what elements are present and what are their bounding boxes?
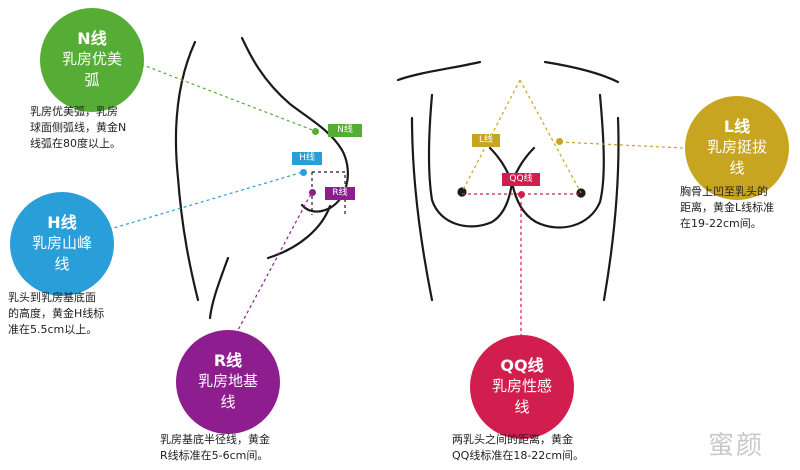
h-line-tag: H线 (292, 152, 322, 165)
h-desc-line-3: 准在5.5cm以上。 (8, 323, 98, 336)
side-breast-curve (240, 36, 349, 213)
l-line-tag: L线 (472, 134, 500, 147)
r-desc-line-2: R线标准在5-6cm间。 (160, 449, 269, 462)
front-right-side (602, 116, 620, 302)
h-desc-line-2: 的高度，黄金H线标 (8, 307, 105, 320)
front-left-side (410, 116, 434, 302)
n-line-description: 乳房优美弧，乳房 球面侧弧线，黄金N 线弧在80度以上。 (30, 104, 126, 152)
h-line-title: H线 (47, 213, 77, 232)
front-right-shoulder (543, 60, 620, 84)
front-right-breast (510, 93, 605, 229)
l-desc-line-1: 胸骨上凹至乳头的 (680, 185, 768, 198)
r-line-tag: R线 (325, 187, 355, 200)
r-line-dot (309, 189, 316, 196)
front-left-breast (427, 93, 514, 228)
qq-line-dot (518, 191, 525, 198)
r-desc-line-1: 乳房基底半径线，黄金 (160, 433, 270, 446)
qq-line-tag: QQ线 (502, 173, 540, 186)
r-line-name: 乳房地基线 (197, 372, 258, 411)
n-desc-line-3: 线弧在80度以上。 (30, 137, 121, 150)
qq-desc-line-2: QQ线标准在18-22cm间。 (452, 449, 585, 462)
l-line-dot (556, 138, 563, 145)
qq-line-description: 两乳头之间的距离，黄金 QQ线标准在18-22cm间。 (452, 432, 584, 464)
n-line-badge: N线 乳房优美弧 (40, 8, 144, 112)
front-measure-lines (461, 79, 726, 342)
r-line-description: 乳房基底半径线，黄金 R线标准在5-6cm间。 (160, 432, 270, 464)
front-left-shoulder (396, 60, 482, 82)
side-measure-lines (79, 59, 346, 346)
r-line-title: R线 (213, 351, 243, 370)
n-desc-line-1: 乳房优美弧，乳房 (30, 105, 118, 118)
l-line-description: 胸骨上凹至乳头的 距离，黄金L线标准 在19-22cm间。 (680, 184, 774, 232)
side-underbust-line (266, 204, 332, 260)
h-line-description: 乳头到乳房基底面 的高度，黄金H线标 准在5.5cm以上。 (8, 290, 104, 338)
n-line-name: 乳房优美弧 (61, 50, 122, 89)
n-line-dot (312, 128, 319, 135)
watermark-logo: 蜜颜 (708, 431, 765, 461)
h-desc-line-1: 乳头到乳房基底面 (8, 291, 96, 304)
side-arm-line (208, 256, 230, 320)
qq-line-title: QQ线 (500, 356, 544, 375)
h-line-dot (300, 169, 307, 176)
h-line-badge: H线 乳房山峰线 (10, 192, 114, 296)
qq-line-badge: QQ线 乳房性感线 (470, 335, 574, 439)
n-desc-line-2: 球面侧弧线，黄金N (30, 121, 127, 134)
r-line-badge: R线 乳房地基线 (176, 330, 280, 434)
n-line-title: N线 (77, 29, 107, 48)
n-line-tag: N线 (328, 124, 362, 137)
side-back-line (174, 40, 200, 302)
l-desc-line-2: 距离，黄金L线标准 (680, 201, 775, 214)
side-measure-box (311, 171, 346, 215)
h-line-name: 乳房山峰线 (31, 234, 92, 273)
qq-line-name: 乳房性感线 (491, 377, 552, 416)
qq-desc-line-1: 两乳头之间的距离，黄金 (452, 433, 573, 446)
l-line-title: L线 (723, 117, 751, 136)
l-line-badge: L线 乳房挺拔线 (685, 96, 789, 200)
n-leader (129, 59, 316, 132)
l-line-name: 乳房挺拔线 (706, 138, 767, 177)
h-leader (79, 171, 304, 239)
r-leader (229, 191, 313, 346)
side-view-torso (174, 36, 349, 320)
l-desc-line-3: 在19-22cm间。 (680, 217, 762, 230)
